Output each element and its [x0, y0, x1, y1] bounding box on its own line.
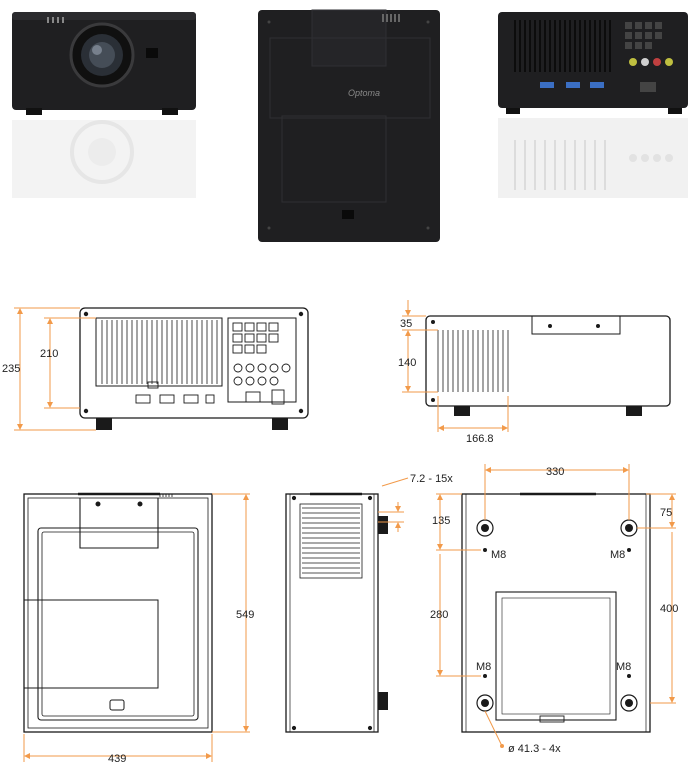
rear-view-drawing	[79, 307, 309, 430]
svg-text:Optoma: Optoma	[348, 88, 380, 98]
side-vent-height-label: 140	[398, 357, 416, 369]
bottom-edge-offset-top-label: 135	[432, 515, 450, 527]
side-vent-width-label: 166.8	[466, 433, 494, 445]
top-photo: Optoma	[258, 9, 440, 242]
side-top-offset-label: 35	[400, 318, 412, 330]
bottom-depth-span-label: 400	[660, 603, 678, 615]
rear-height-inner-label: 210	[40, 348, 58, 360]
top-depth-label: 549	[236, 609, 254, 621]
screw-spec-label: 7.2 - 15x	[410, 473, 453, 485]
bottom-mount-spacing-x-label: 330	[546, 466, 564, 478]
top-width-label: 439	[108, 753, 126, 765]
bottom-edge-offset-right-label: 75	[660, 507, 672, 519]
side-view-drawing	[425, 315, 671, 416]
foot-spec-label: ø 41.3 - 4x	[508, 743, 561, 755]
bottom-view-drawing	[461, 492, 651, 733]
front-photo	[12, 12, 196, 198]
rear-photo	[498, 12, 688, 198]
dimension-arrowheads	[17, 308, 675, 759]
rear-height-outer-label: 235	[2, 363, 20, 375]
top-view-drawing	[23, 492, 213, 733]
bottom-mount-spacing-y-label: 280	[430, 609, 448, 621]
thread-bottom-right-label: M8	[616, 661, 631, 673]
narrow-side-view-drawing	[285, 492, 388, 733]
thread-top-right-label: M8	[610, 549, 625, 561]
thread-bottom-left-label: M8	[476, 661, 491, 673]
thread-top-left-label: M8	[491, 549, 506, 561]
dimension-lines	[14, 300, 676, 762]
